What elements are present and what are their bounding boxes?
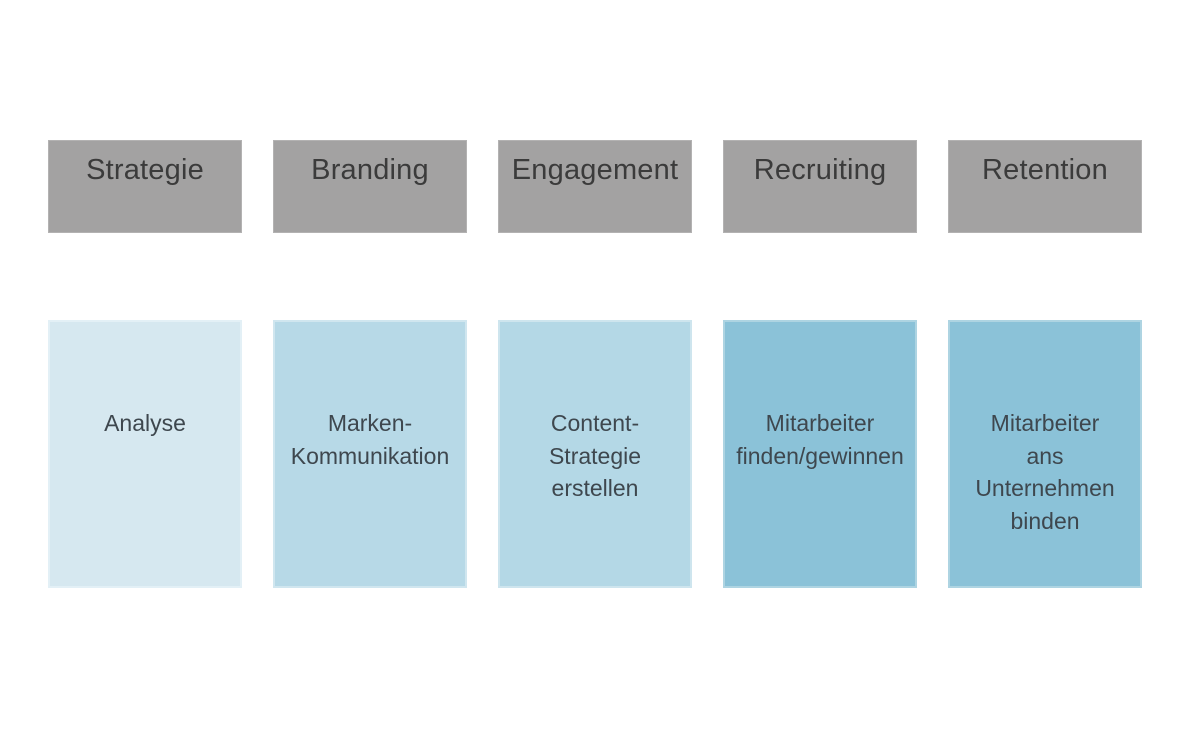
stage-header-branding: Branding xyxy=(273,140,467,233)
column-retention: Retention Mitarbeiter ans Unternehmen bi… xyxy=(948,140,1142,588)
stage-header-recruiting: Recruiting xyxy=(723,140,917,233)
stage-card-analyse: Analyse xyxy=(48,320,242,588)
stage-card-markenkommunikation: Marken- Kommunikation xyxy=(273,320,467,588)
stage-card-mitarbeiter-finden: Mitarbeiter finden/gewinnen xyxy=(723,320,917,588)
stage-header-engagement: Engagement xyxy=(498,140,692,233)
stage-card-contentstrategie: Content- Strategie erstellen xyxy=(498,320,692,588)
column-engagement: Engagement Content- Strategie erstellen xyxy=(498,140,692,588)
process-columns: Strategie Analyse Branding Marken- Kommu… xyxy=(48,140,1142,588)
stage-header-strategie: Strategie xyxy=(48,140,242,233)
column-strategie: Strategie Analyse xyxy=(48,140,242,588)
column-recruiting: Recruiting Mitarbeiter finden/gewinnen xyxy=(723,140,917,588)
stage-card-mitarbeiter-binden: Mitarbeiter ans Unternehmen binden xyxy=(948,320,1142,588)
column-branding: Branding Marken- Kommunikation xyxy=(273,140,467,588)
stage-header-retention: Retention xyxy=(948,140,1142,233)
